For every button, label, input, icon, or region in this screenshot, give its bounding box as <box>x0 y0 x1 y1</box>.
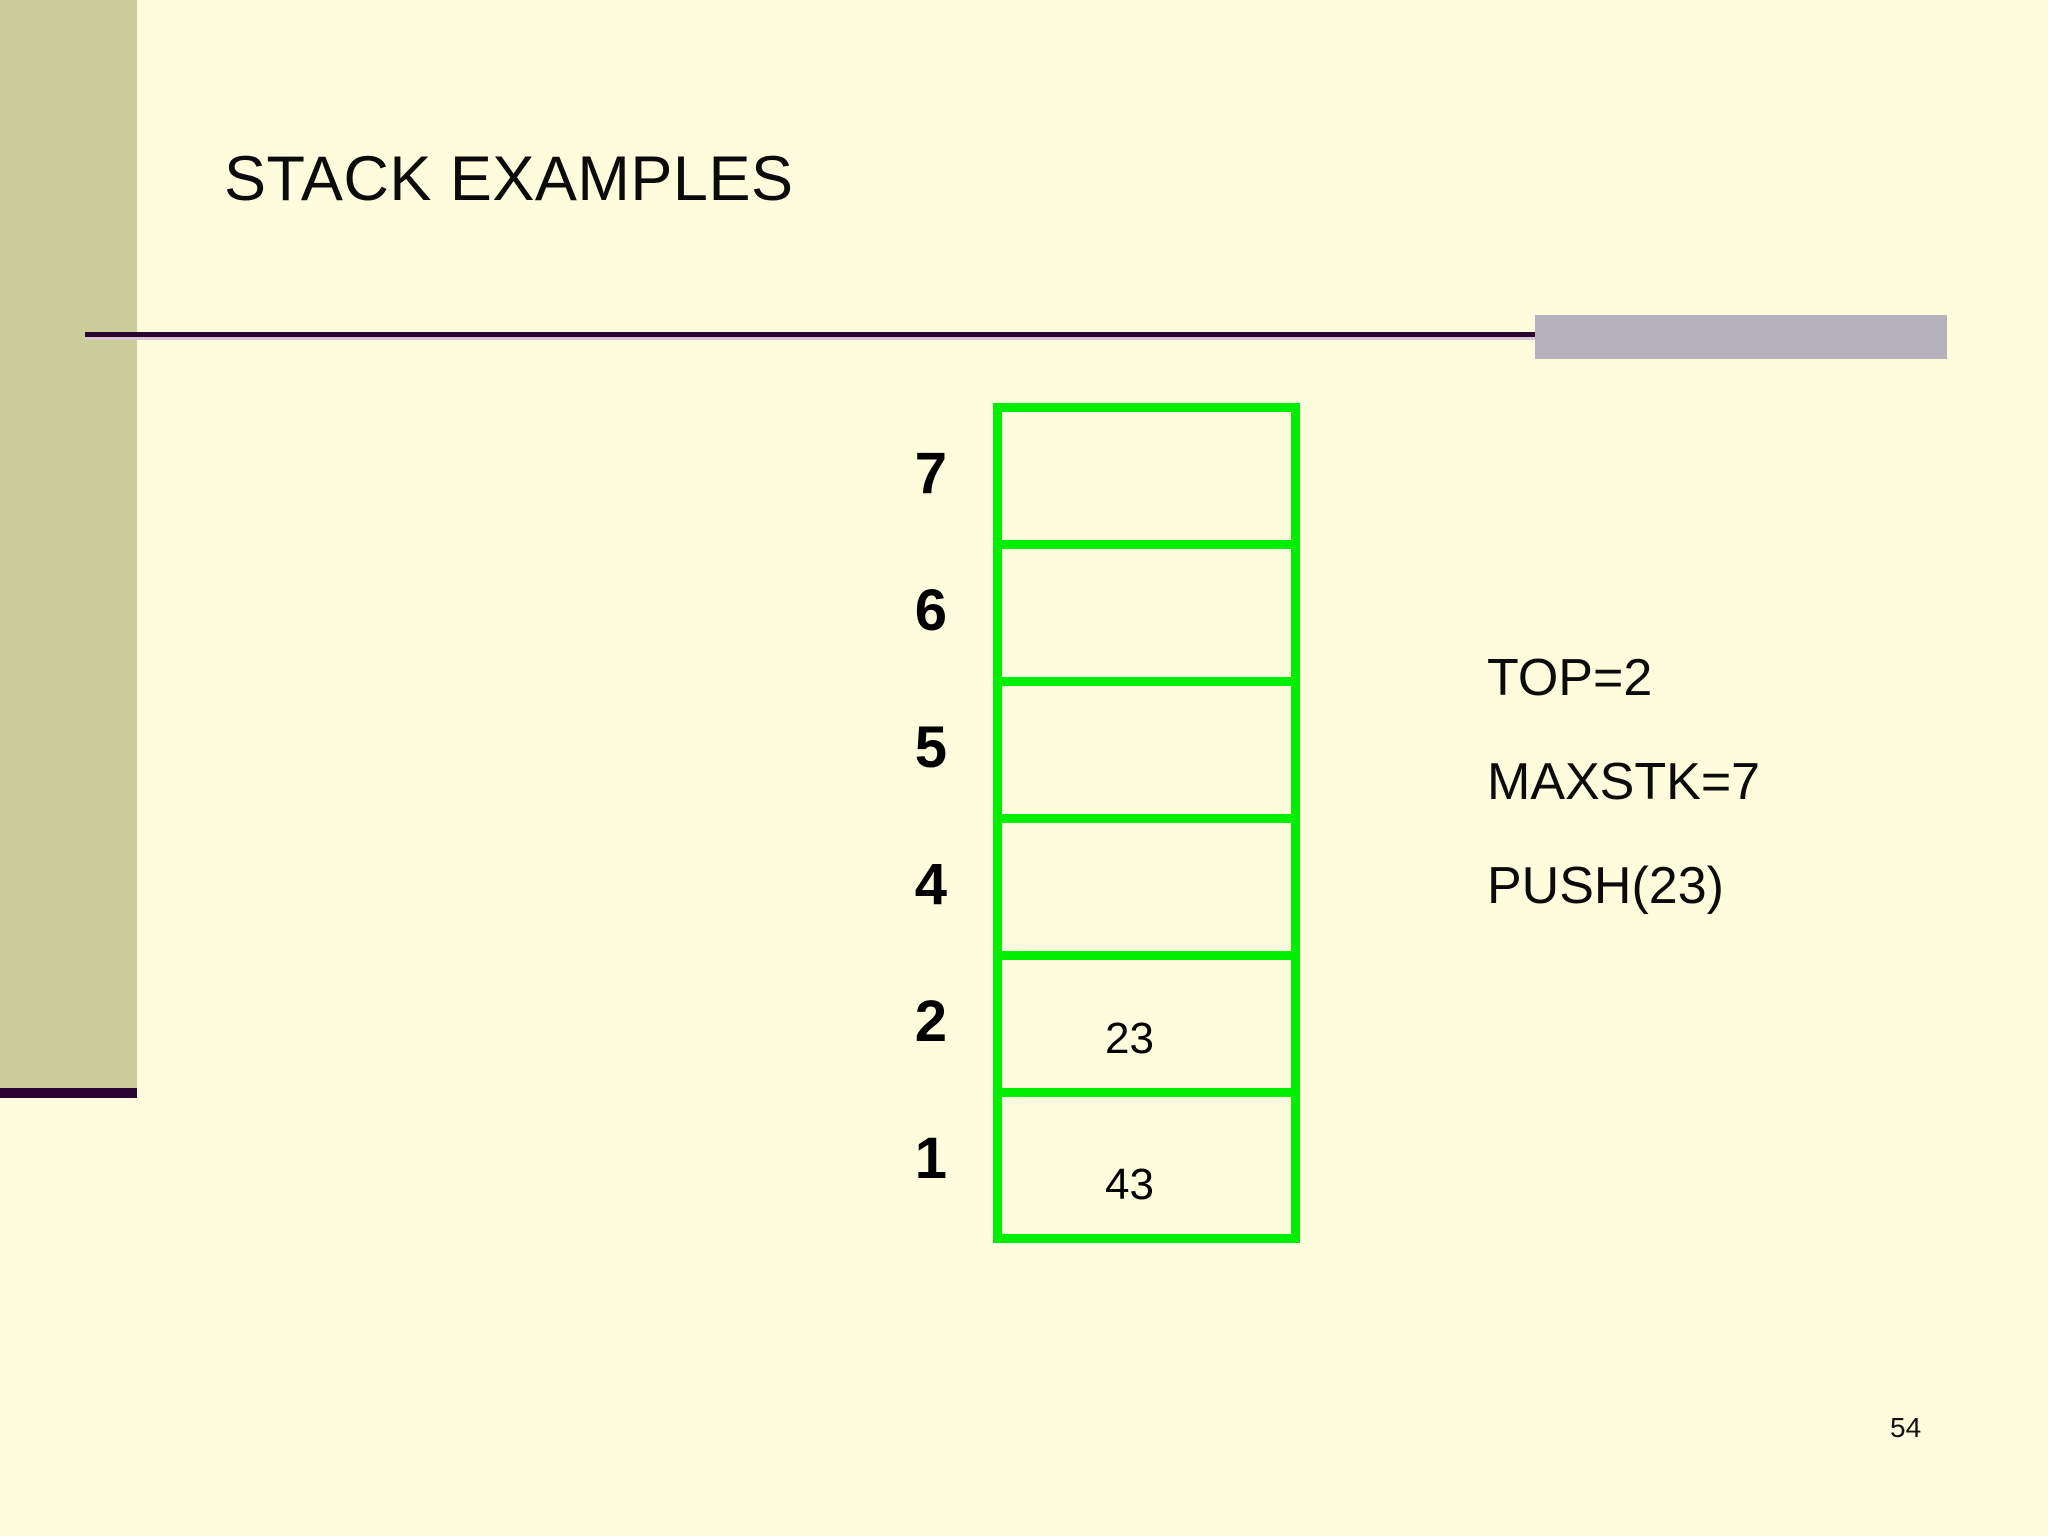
stack-cell <box>1002 823 1291 960</box>
stack-index-label: 1 <box>914 1126 947 1191</box>
stack-cell <box>1002 549 1291 686</box>
stack-index-label: 7 <box>914 441 947 506</box>
sidebar-footer-bar <box>0 1088 137 1098</box>
stack-cells-container: 23 43 <box>993 403 1300 1243</box>
stack-index-label: 6 <box>914 578 947 643</box>
stack-cell-value: 43 <box>1105 1160 1154 1209</box>
stack-index-label: 4 <box>914 852 947 917</box>
title-divider-rule <box>85 332 1947 337</box>
stack-cell-value: 23 <box>1105 1014 1154 1063</box>
stack-index-label: 2 <box>914 989 947 1054</box>
page-number: 54 <box>1890 1412 1922 1443</box>
stack-index-labels: 7 6 5 4 2 1 <box>905 403 947 1272</box>
stack-state-notes: TOP=2 MAXSTK=7 PUSH(23) <box>1487 652 1967 912</box>
title-divider-rule-shadow <box>85 337 1947 340</box>
stack-cell <box>1002 686 1291 823</box>
note-push-operation: PUSH(23) <box>1487 857 1724 915</box>
stack-cell: 23 <box>1002 960 1291 1097</box>
note-top: TOP=2 <box>1487 649 1653 707</box>
note-maxstk: MAXSTK=7 <box>1487 753 1761 811</box>
stack-diagram: 7 6 5 4 2 1 23 43 <box>905 403 1305 1278</box>
stack-cell <box>1002 412 1291 549</box>
stack-cell: 43 <box>1002 1097 1291 1234</box>
stack-index-label: 5 <box>914 715 947 780</box>
page-title: STACK EXAMPLES <box>224 144 794 214</box>
sidebar-decoration-band <box>0 0 137 1088</box>
header-accent-block <box>1535 315 1947 359</box>
